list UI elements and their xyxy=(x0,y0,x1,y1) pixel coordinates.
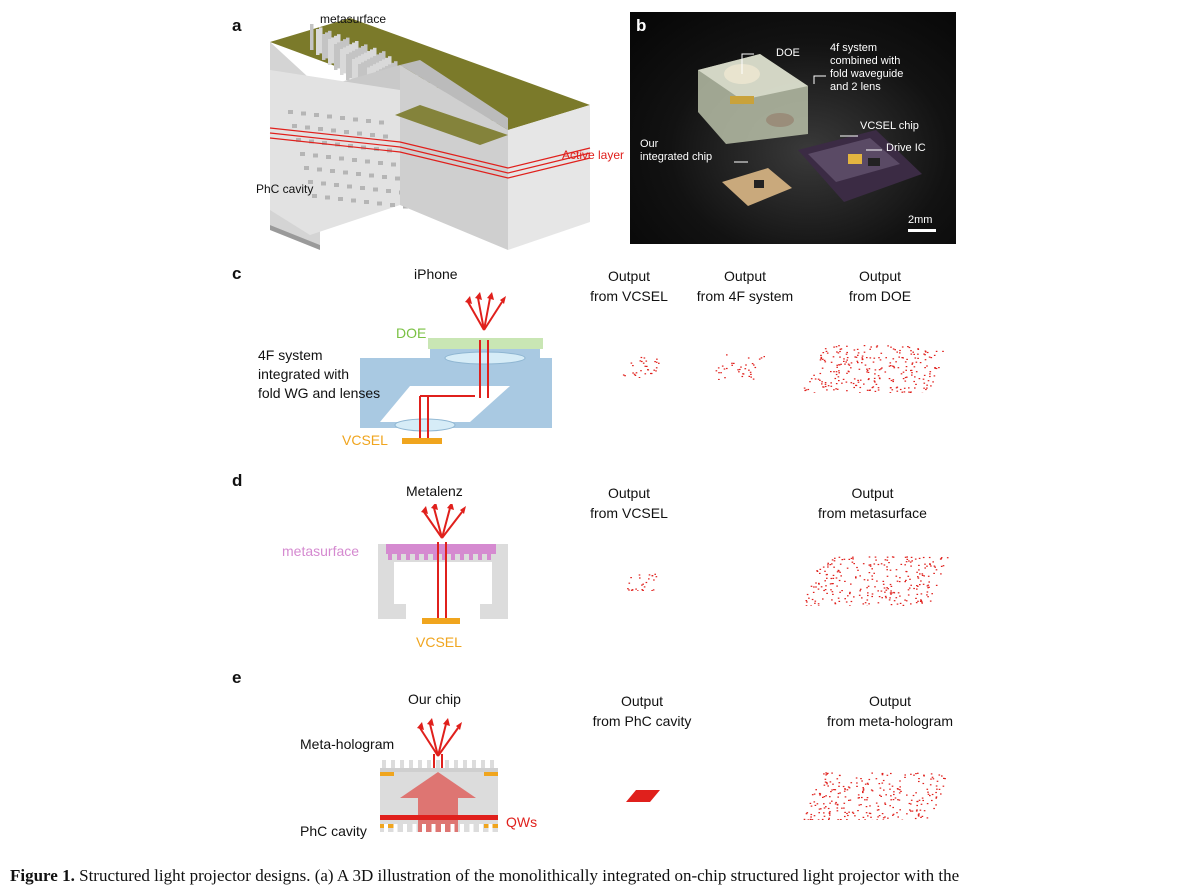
label-doe-photo: DOE xyxy=(776,47,800,59)
label-meta-hologram: Meta-hologram xyxy=(300,736,395,752)
output-line2: from PhC cavity xyxy=(592,713,692,729)
output-line2: from VCSEL xyxy=(590,505,668,521)
output-line2: from 4F system xyxy=(696,288,794,304)
label-qws: QWs xyxy=(506,814,538,830)
output-header-e-0: Output from PhC cavity xyxy=(580,691,704,731)
label-vcsel-chip-photo: VCSEL chip xyxy=(860,120,919,132)
dot-pattern-4f-c xyxy=(715,354,765,380)
dot-pattern-metasurface-d xyxy=(805,556,949,606)
dot-pattern-meta-hologram-e xyxy=(803,772,946,820)
label-4f-system-photo: 4f system combined with fold waveguide a… xyxy=(830,42,903,94)
label-phc-cavity-a: PhC cavity xyxy=(256,182,314,196)
output-header-d-0: Output from VCSEL xyxy=(579,483,679,523)
qw-layer xyxy=(380,815,498,820)
panel-letter-d: d xyxy=(232,471,243,490)
output-line1: Output xyxy=(620,693,664,709)
panel-letter-a: a xyxy=(232,16,242,35)
label-phc-cavity-e: PhC cavity xyxy=(300,823,367,839)
chip-line-1: Our xyxy=(640,138,659,150)
system-label-line-1: 4F system xyxy=(258,347,323,363)
panel-letter-c: c xyxy=(232,264,242,283)
output-line1: Output xyxy=(858,268,902,284)
phc-cavity-floor xyxy=(270,70,400,235)
output-line1: Output xyxy=(851,485,894,501)
label-doe: DOE xyxy=(396,325,427,341)
vcsel-bar xyxy=(402,438,442,444)
caption-label: Figure 1. xyxy=(10,866,75,885)
title-metalenz: Metalenz xyxy=(406,483,463,499)
metalenz-diagram xyxy=(378,504,508,624)
title-our-chip: Our chip xyxy=(408,691,461,707)
label-active-layer: Active layer xyxy=(562,148,625,162)
device-photo: b DOE 4f system combined with fold waveg… xyxy=(630,12,956,244)
label-metasurface-a: metasurface xyxy=(320,12,387,26)
label-drive-ic-photo: Drive IC xyxy=(886,142,926,154)
output-line1: Output xyxy=(607,485,651,501)
system-line-4: and 2 lens xyxy=(830,81,881,93)
beam-arrows xyxy=(419,297,503,438)
label-vcsel-c: VCSEL xyxy=(342,432,388,448)
iphone-projector-diagram xyxy=(360,292,552,444)
metasurface-layer xyxy=(386,544,496,554)
label-metasurface-d: metasurface xyxy=(282,543,360,559)
doe-layer xyxy=(428,338,543,349)
output-line2: from VCSEL xyxy=(590,288,668,304)
title-iphone: iPhone xyxy=(414,266,458,282)
system-line-2: combined with xyxy=(830,55,901,67)
chip-line-2: integrated chip xyxy=(640,151,713,163)
output-line2: from DOE xyxy=(848,288,912,304)
system-label-line-3: fold WG and lenses xyxy=(258,385,381,401)
system-label-line-2: integrated with xyxy=(258,366,350,382)
output-line1: Output xyxy=(868,693,912,709)
output-line1: Output xyxy=(607,268,651,284)
dot-pattern-doe-c xyxy=(803,345,944,393)
output-header-c-0: Output from VCSEL xyxy=(579,266,679,306)
panel-letter-b: b xyxy=(636,16,647,35)
output-header-c-2: Output from DOE xyxy=(820,266,940,306)
label-vcsel-d: VCSEL xyxy=(416,634,462,650)
our-chip-diagram xyxy=(380,718,498,832)
output-line1: Output xyxy=(723,268,767,284)
caption-text: Structured light projector designs. (a) … xyxy=(74,866,960,885)
output-header-c-1: Output from 4F system xyxy=(685,266,805,306)
active-layer-lines xyxy=(269,127,591,179)
metasurface-3d-illustration xyxy=(269,18,591,250)
phc-cavity-output-spot xyxy=(626,790,660,802)
panel-letter-e: e xyxy=(232,668,242,687)
output-header-d-1: Output from metasurface xyxy=(800,483,945,523)
dot-pattern-vcsel-d xyxy=(627,573,658,591)
vcsel-bar-d xyxy=(422,618,460,624)
system-line-3: fold waveguide xyxy=(830,68,904,80)
output-header-e-1: Output from meta-hologram xyxy=(808,691,972,731)
system-line-1: 4f system xyxy=(830,42,878,54)
label-4f-system: 4F system integrated with fold WG and le… xyxy=(258,346,380,403)
output-line2: from metasurface xyxy=(818,505,927,521)
label-our-chip-photo: Our integrated chip xyxy=(640,138,712,164)
dot-pattern-vcsel-c xyxy=(622,356,660,378)
figure-caption: Figure 1. Structured light projector des… xyxy=(10,866,1195,886)
label-scale-bar: 2mm xyxy=(908,214,933,226)
output-line2: from meta-hologram xyxy=(826,713,954,729)
